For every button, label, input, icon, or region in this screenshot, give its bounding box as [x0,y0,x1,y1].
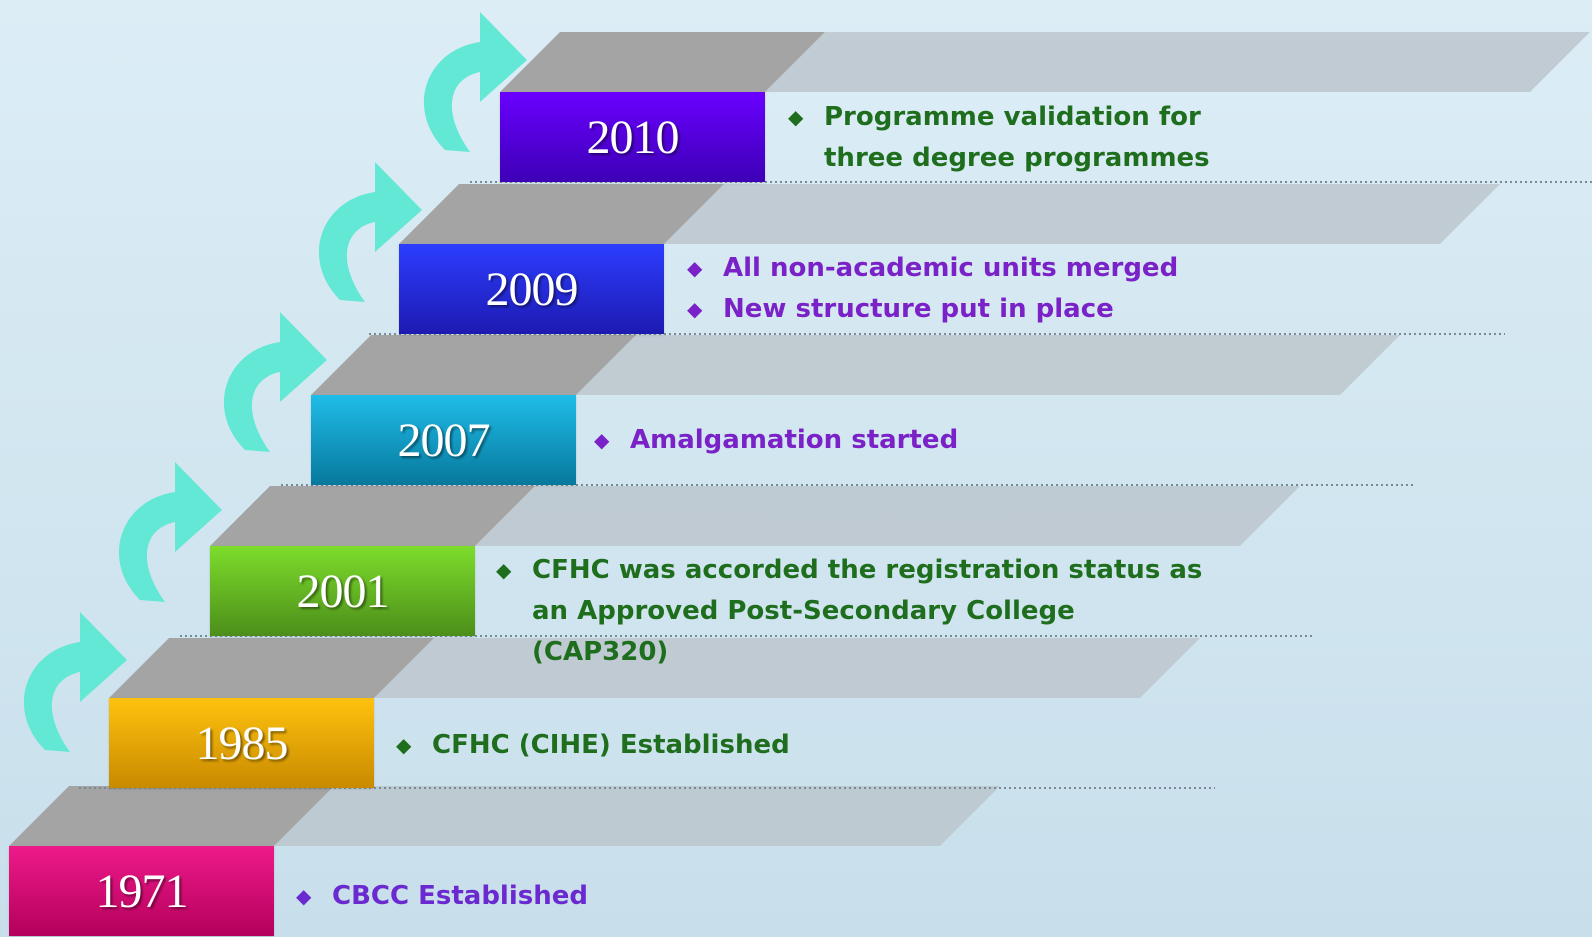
step-top-face [210,486,535,546]
diamond-icon: ◆ [788,105,804,129]
milestone-description-2001: ◆ CFHC was accorded the registration sta… [496,550,1216,673]
milestone-description-2009: ◆ All non-academic units merged ◆ New st… [687,248,1178,330]
milestone-description-2010: ◆ Programme validation for three degree … [788,97,1228,179]
step-shelf [765,32,1590,92]
bullet-text: CFHC (CIHE) Established [432,730,790,760]
bullet-text: Programme validation for three degree pr… [824,102,1210,173]
year-label: 1985 [195,716,289,770]
milestone-description-2007: ◆ Amalgamation started [594,420,958,461]
curved-arrow-icon [118,462,222,602]
year-box-1971: 1971 [9,846,274,936]
bullet-text: New structure put in place [723,294,1114,324]
diamond-icon: ◆ [496,558,512,582]
bullet-item: ◆ Programme validation for three degree … [788,97,1228,179]
year-label: 1971 [95,864,189,918]
bullet-item: ◆ Amalgamation started [594,420,958,461]
bullet-text: All non-academic units merged [723,253,1179,283]
step-top-face [109,638,434,698]
milestone-description-1971: ◆ CBCC Established [296,876,588,917]
milestone-description-1985: ◆ CFHC (CIHE) Established [396,725,790,766]
year-label: 2007 [397,413,491,467]
curved-arrow-icon [318,162,422,302]
year-box-1985: 1985 [109,698,374,788]
step-shelf [274,786,1000,846]
bullet-item: ◆ CFHC was accorded the registration sta… [496,550,1216,673]
bullet-item: ◆ CBCC Established [296,876,588,917]
year-box-2001: 2001 [210,546,475,636]
step-shelf [475,486,1300,546]
diamond-icon: ◆ [296,884,312,908]
year-label: 2010 [586,110,680,164]
diamond-icon: ◆ [396,733,412,757]
bullet-item: ◆ CFHC (CIHE) Established [396,725,790,766]
bullet-text: CFHC was accorded the registration statu… [532,555,1203,667]
step-shelf [664,184,1500,244]
step-top-face [399,184,724,244]
curved-arrow-icon [423,12,527,152]
diamond-icon: ◆ [594,428,610,452]
step-shelf [374,638,1200,698]
year-box-2007: 2007 [311,395,576,485]
year-box-2009: 2009 [399,244,664,334]
curved-arrow-icon [223,312,327,452]
year-label: 2001 [296,564,390,618]
bullet-item: ◆ All non-academic units merged [687,248,1178,289]
diamond-icon: ◆ [687,256,703,280]
step-top-face [9,786,334,846]
step-top-face [500,32,825,92]
year-label: 2009 [485,262,579,316]
bullet-text: Amalgamation started [630,425,959,455]
curved-arrow-icon [23,612,127,752]
bullet-item: ◆ New structure put in place [687,289,1178,330]
step-shelf [576,335,1400,395]
bullet-text: CBCC Established [332,881,588,911]
year-box-2010: 2010 [500,92,765,182]
step-top-face [311,335,636,395]
diamond-icon: ◆ [687,297,703,321]
